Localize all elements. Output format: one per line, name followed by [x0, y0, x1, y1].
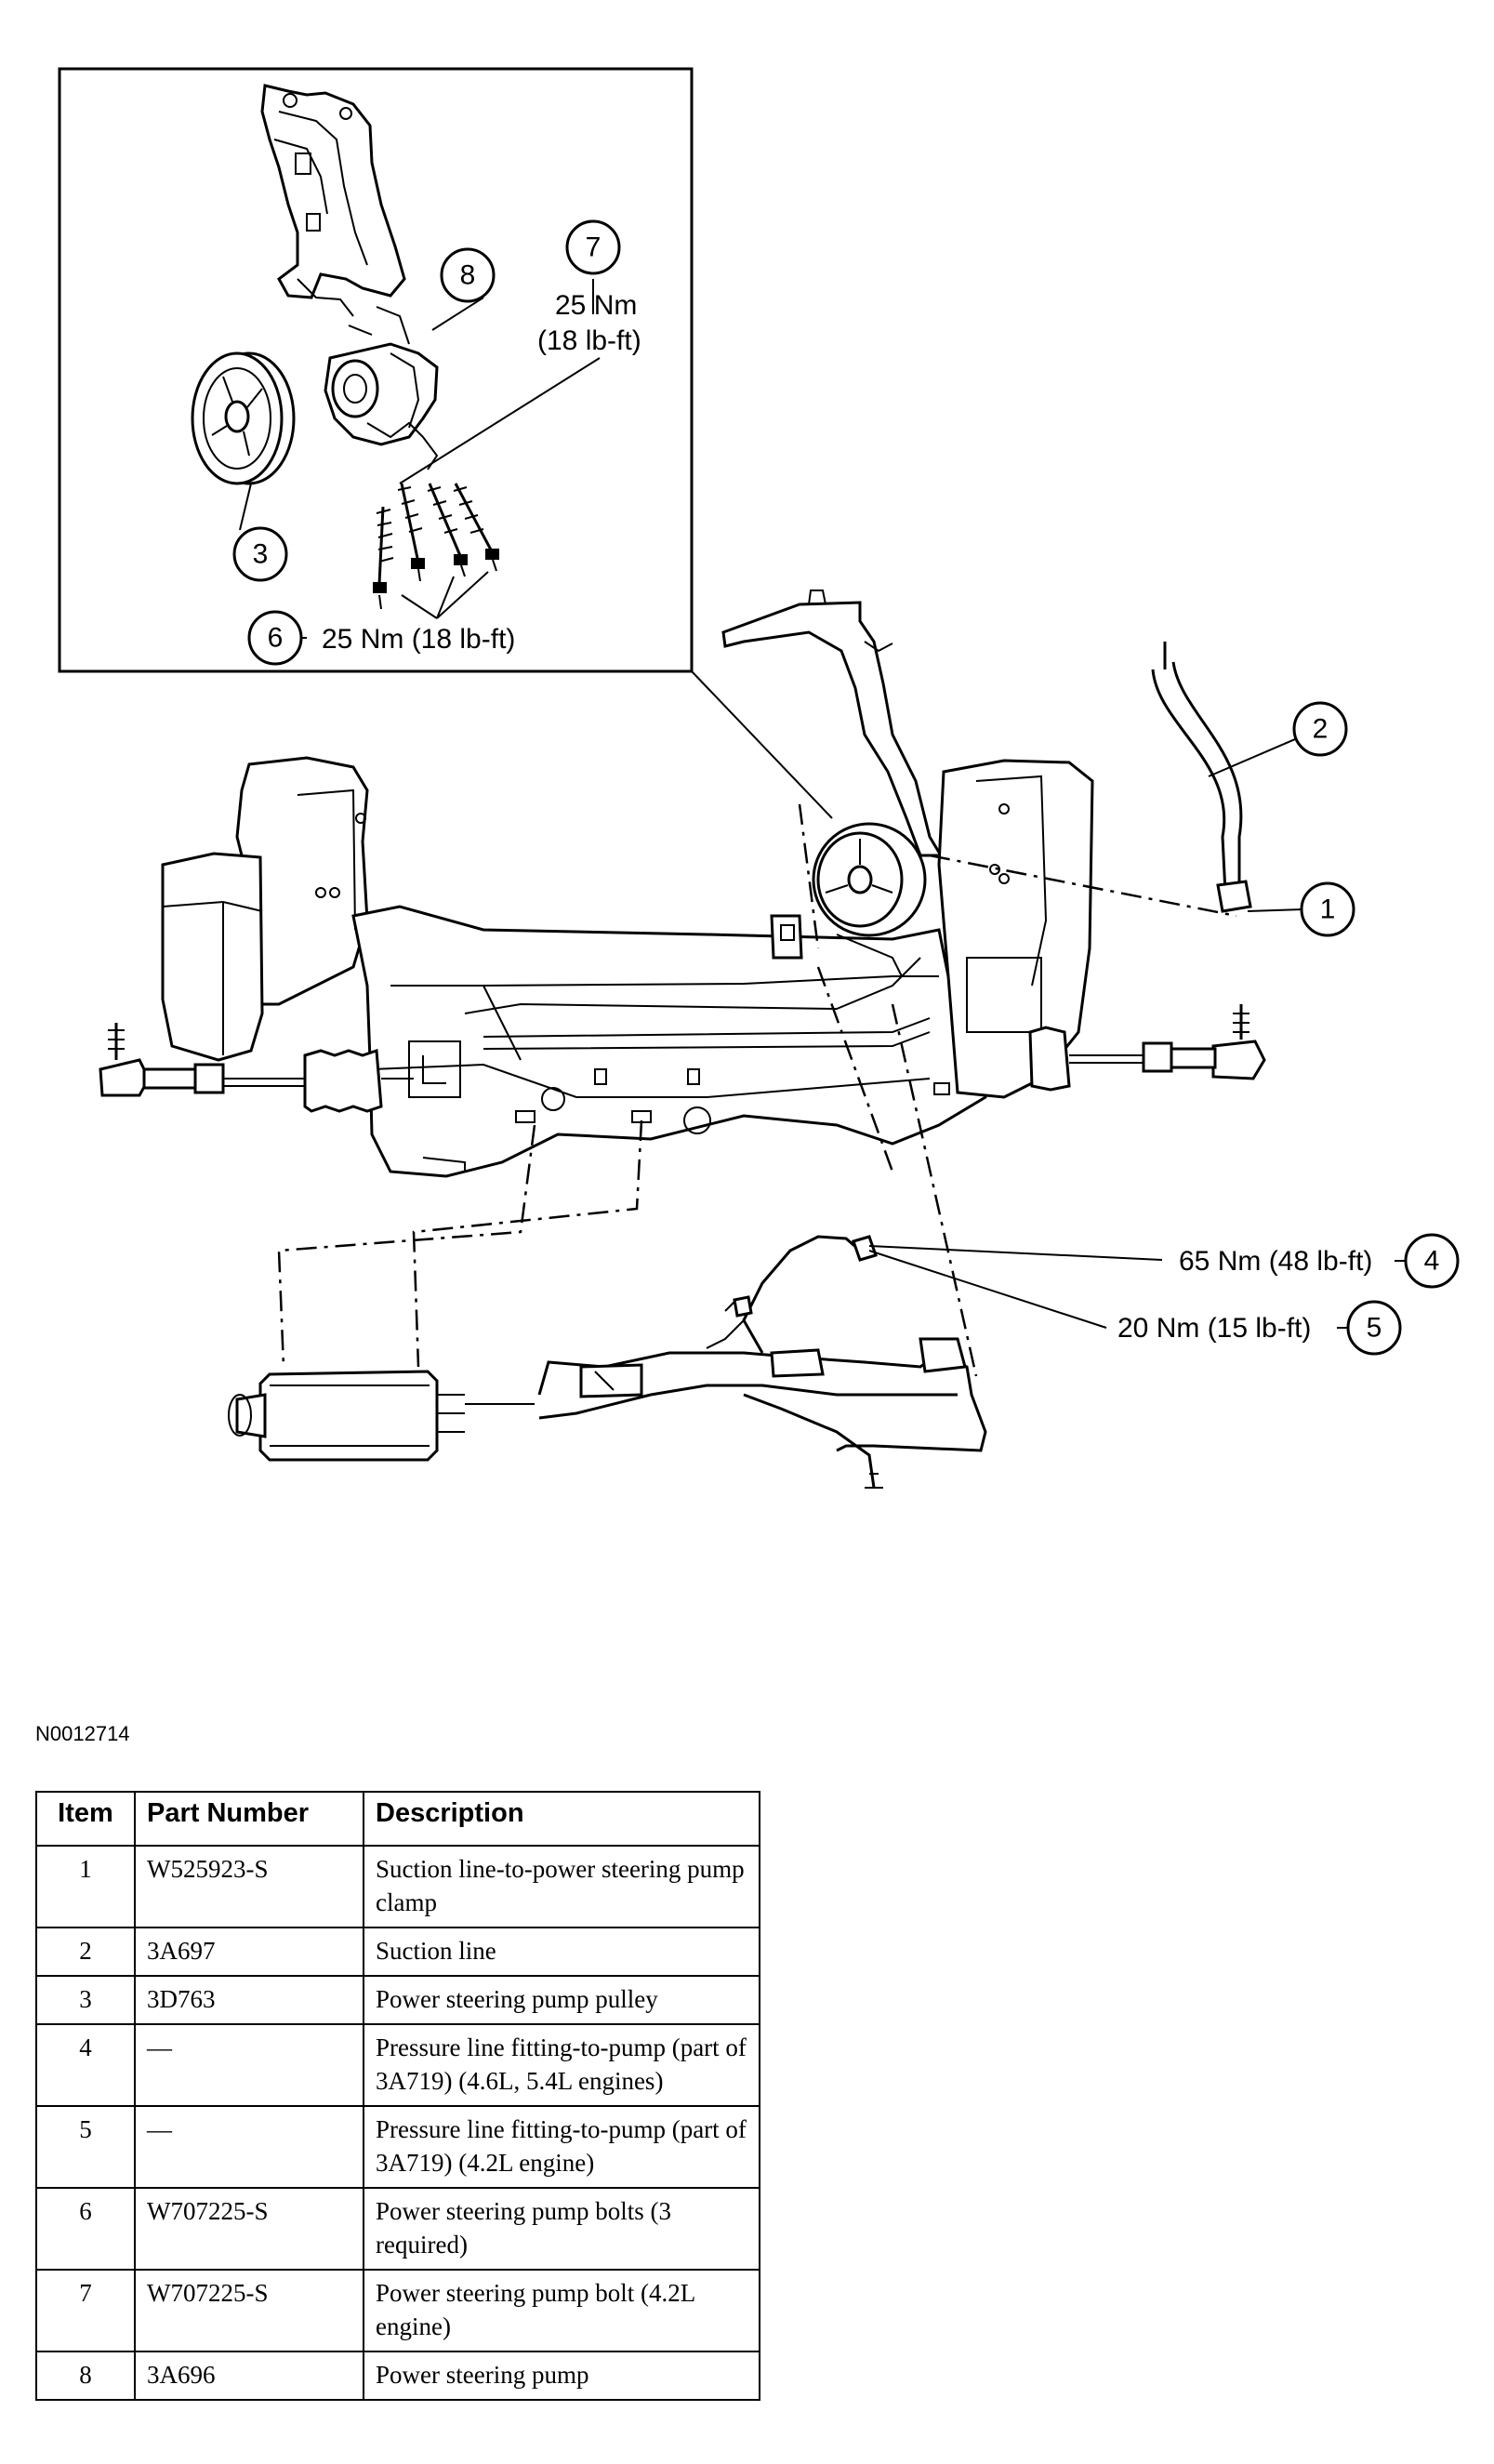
table-row: 5 — Pressure line fitting-to-pump (part … — [35, 2105, 760, 2189]
table-header-row: Item Part Number Description — [35, 1791, 760, 1847]
pressure-line-and-cooler — [228, 1235, 987, 1489]
description-cell: Power steering pump bolt (4.2L engine) — [363, 2269, 760, 2352]
left-tie-rod — [99, 1023, 414, 1113]
callout-5: 5 — [1346, 1300, 1402, 1356]
figure-id: N0012714 — [35, 1722, 130, 1745]
crossmember-assembly — [99, 590, 1266, 1377]
torque-label-5: 20 Nm (15 lb-ft) — [1117, 1313, 1311, 1344]
table-row: 1 W525923-S Suction line-to-power steeri… — [35, 1845, 760, 1928]
part-number-cell: 3A696 — [134, 2351, 364, 2401]
svg-text:3: 3 — [253, 539, 269, 570]
callout-3: 3 — [232, 526, 288, 582]
callout-8: 8 — [440, 247, 496, 303]
right-tie-rod — [1028, 1004, 1266, 1092]
svg-text:5: 5 — [1367, 1313, 1382, 1344]
part-number-cell: W707225-S — [134, 2269, 364, 2352]
table-row: 3 3D763 Power steering pump pulley — [35, 1975, 760, 2025]
table-row: 2 3A697 Suction line — [35, 1927, 760, 1977]
svg-text:7: 7 — [586, 232, 602, 263]
table-row: 6 W707225-S Power steering pump bolts (3… — [35, 2187, 760, 2271]
description-cell: Suction line — [363, 1927, 760, 1977]
item-cell: 8 — [35, 2351, 136, 2401]
description-cell: Power steering pump bolts (3 required) — [363, 2187, 760, 2271]
svg-text:8: 8 — [460, 260, 476, 291]
torque-label-7-nm: 25 Nm — [555, 290, 637, 321]
description-cell: Pressure line fitting-to-pump (part of 3… — [363, 2105, 760, 2189]
callout-6: 6 — [247, 610, 303, 666]
torque-label-6: 25 Nm (18 lb-ft) — [322, 624, 515, 655]
pump-installed — [770, 822, 927, 977]
callout-4: 4 — [1404, 1233, 1460, 1289]
header-item: Item — [35, 1791, 136, 1847]
description-cell: Suction line-to-power steering pump clam… — [363, 1845, 760, 1928]
callout-7: 7 — [565, 219, 621, 275]
torque-label-4: 65 Nm (48 lb-ft) — [1179, 1246, 1372, 1277]
item-cell: 7 — [35, 2269, 136, 2352]
part-number-cell: 3A697 — [134, 1927, 364, 1977]
header-description: Description — [363, 1791, 760, 1847]
table-row: 7 W707225-S Power steering pump bolt (4.… — [35, 2269, 760, 2352]
inset-detail: 7 25 Nm (18 lb-ft) 8 3 6 25 Nm (18 lb-ft… — [58, 67, 694, 673]
torque-label-7-lbft: (18 lb-ft) — [537, 325, 641, 356]
svg-text:2: 2 — [1313, 714, 1329, 745]
table-row: 8 3A696 Power steering pump — [35, 2351, 760, 2401]
power-steering-diagram: 7 25 Nm (18 lb-ft) 8 3 6 25 Nm (18 lb-ft… — [58, 67, 1460, 1489]
header-part-number: Part Number — [134, 1791, 364, 1847]
part-number-cell: W525923-S — [134, 1845, 364, 1928]
pump-pulley — [191, 351, 296, 485]
item-cell: 6 — [35, 2187, 136, 2271]
pump-bolts — [373, 483, 499, 610]
item-cell: 2 — [35, 1927, 136, 1977]
callout-1: 1 — [1300, 881, 1355, 937]
svg-text:6: 6 — [268, 623, 284, 654]
table-row: 4 — Pressure line fitting-to-pump (part … — [35, 2023, 760, 2107]
part-number-cell: — — [134, 2105, 364, 2189]
description-cell: Pressure line fitting-to-pump (part of 3… — [363, 2023, 760, 2107]
description-cell: Power steering pump — [363, 2351, 760, 2401]
svg-text:4: 4 — [1424, 1246, 1440, 1277]
description-cell: Power steering pump pulley — [363, 1975, 760, 2025]
part-number-cell: 3D763 — [134, 1975, 364, 2025]
item-cell: 3 — [35, 1975, 136, 2025]
parts-table: Item Part Number Description 1 W525923-S… — [35, 1791, 760, 2401]
callout-2: 2 — [1292, 701, 1348, 757]
item-cell: 1 — [35, 1845, 136, 1928]
item-cell: 5 — [35, 2105, 136, 2189]
part-number-cell: W707225-S — [134, 2187, 364, 2271]
suction-line — [1151, 642, 1302, 913]
svg-text:1: 1 — [1320, 894, 1336, 925]
item-cell: 4 — [35, 2023, 136, 2107]
part-number-cell: — — [134, 2023, 364, 2107]
